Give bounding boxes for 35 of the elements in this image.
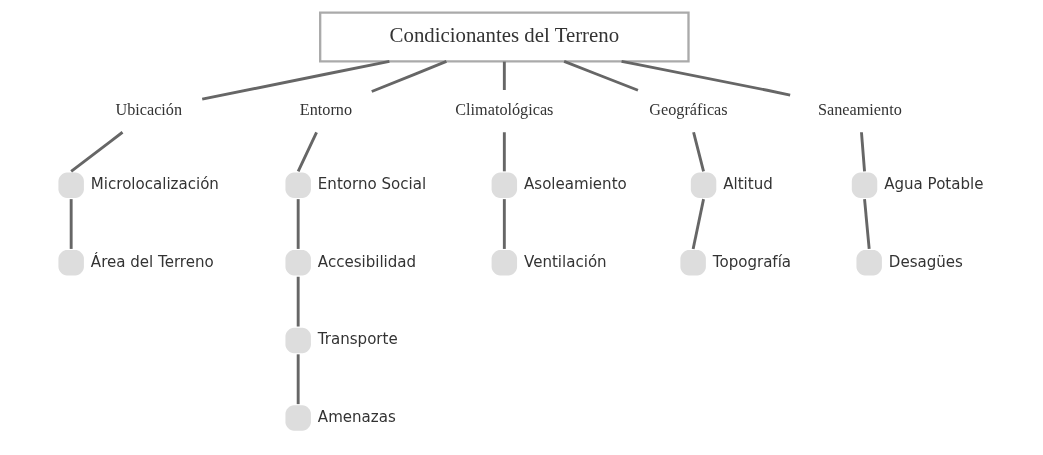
connector <box>69 131 123 173</box>
connector <box>502 61 506 90</box>
node-label: Microlocalización <box>90 175 219 194</box>
node-box: Condicionantes del Terreno <box>318 11 690 63</box>
connector <box>502 199 506 249</box>
node-label: Agua Potable <box>883 175 983 194</box>
connector <box>691 131 705 172</box>
node-label: Amenazas <box>317 407 396 426</box>
connector <box>296 199 300 249</box>
node-label: Altitud <box>722 175 773 194</box>
connector <box>862 199 871 250</box>
node-text: Geográficas <box>648 101 728 120</box>
node-label: Transporte <box>317 330 398 349</box>
connector <box>296 354 300 405</box>
connector <box>69 199 73 249</box>
connector <box>691 198 705 250</box>
connector <box>563 60 638 92</box>
connector <box>859 132 866 172</box>
connector <box>620 59 790 97</box>
node-label: Área del Terreno <box>90 252 214 271</box>
node-label: Topografía <box>712 252 791 271</box>
node-text: Climatológicas <box>454 101 553 120</box>
connector <box>296 276 300 327</box>
node-label: Ventilación <box>523 252 607 271</box>
connector <box>201 59 390 101</box>
connector <box>296 131 318 172</box>
node-text: Saneamiento <box>817 101 902 120</box>
node-text: Entorno <box>299 101 352 120</box>
connector <box>502 132 506 172</box>
node-label: Accesibilidad <box>317 252 416 271</box>
node-text: Ubicación <box>114 101 182 120</box>
node-label: Desagües <box>888 252 963 271</box>
connector <box>370 60 447 93</box>
node-label: Entorno Social <box>317 175 426 194</box>
node-label: Asoleamiento <box>523 175 627 194</box>
